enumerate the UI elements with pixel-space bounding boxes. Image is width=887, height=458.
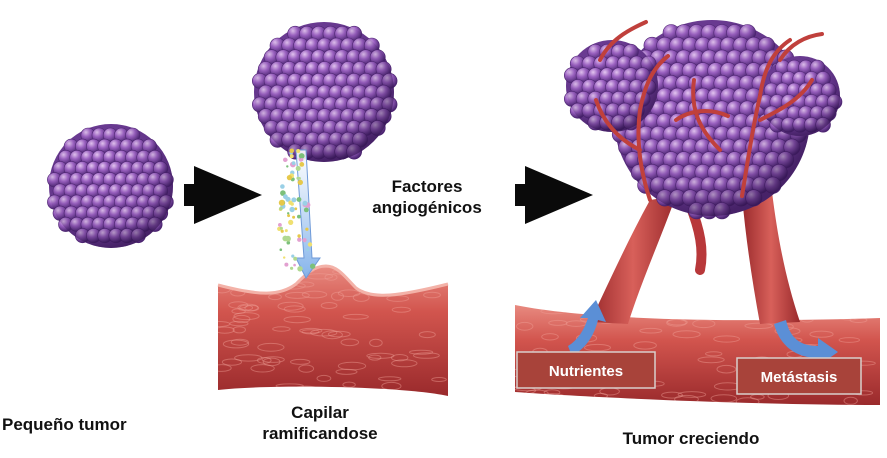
capillary-label-line2: ramificandose: [262, 424, 378, 443]
tumor-releasing-factors-icon: [251, 22, 398, 162]
capillary-label: Capilar ramificandose: [240, 402, 400, 444]
capillary-icon: [217, 264, 449, 396]
factors-label: Factores angiogénicos: [352, 176, 502, 218]
growing-tumor-label: Tumor creciendo: [622, 429, 760, 448]
growth-factor-particles-icon: [277, 148, 321, 279]
metastasis-label: Metástasis: [761, 369, 838, 386]
nutrients-badge: Nutrientes: [516, 351, 656, 389]
small-tumor-icon: [47, 124, 174, 248]
stage-arrow-icon: [184, 166, 262, 224]
factors-label-line1: Factores: [391, 177, 463, 196]
flow-arrow-icon: [568, 300, 606, 356]
nutrients-label: Nutrientes: [549, 363, 623, 380]
stage-arrow-icon: [515, 166, 593, 224]
small-tumor-label: Pequeño tumor: [2, 415, 127, 434]
factors-label-line2: angiogénicos: [372, 198, 482, 217]
metastasis-badge: Metástasis: [736, 357, 862, 395]
flow-arrow-icon: [774, 320, 838, 366]
capillary-label-line1: Capilar: [291, 403, 349, 422]
